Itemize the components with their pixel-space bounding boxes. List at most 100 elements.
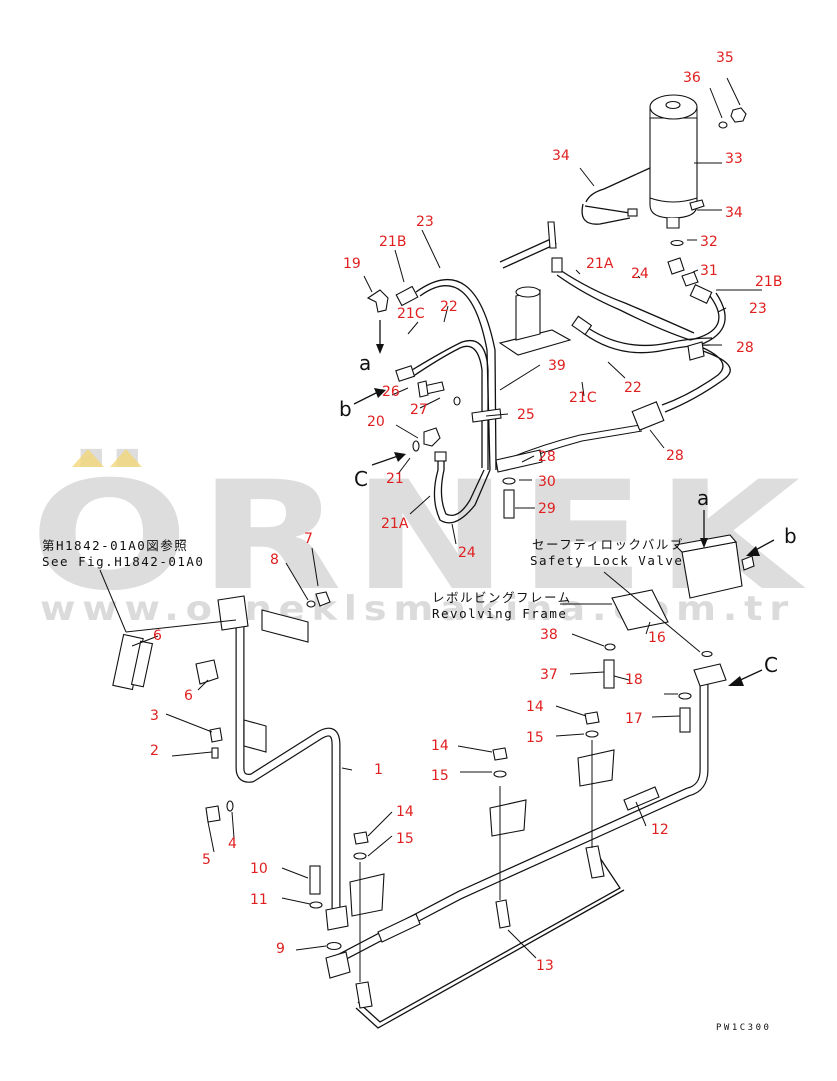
arrow-b-valve-head (746, 546, 760, 556)
callout-27: 27 (410, 402, 428, 418)
callout-19: 19 (343, 256, 361, 272)
view-label-b: b (339, 397, 352, 421)
callout-24-top: 24 (631, 266, 649, 282)
fitting-21A-upper (551, 257, 563, 273)
nut-14-left (353, 831, 369, 845)
tube-12-inner (336, 678, 708, 962)
valve-stem-top (515, 286, 541, 298)
washer-30 (502, 477, 516, 485)
callout-21A-bottom: 21A (381, 516, 409, 532)
hose-23-left (415, 278, 497, 471)
valve-31 (667, 257, 685, 275)
accumulator-assembly (581, 94, 747, 247)
callout-21A-top: 21A (586, 256, 614, 272)
hose-13-right (585, 845, 605, 879)
callout-30: 30 (538, 474, 556, 490)
tube-1-inner (236, 611, 340, 916)
callout-31: 31 (700, 263, 718, 279)
callout-17: 17 (625, 711, 643, 727)
callout-34-top: 34 (552, 148, 570, 164)
fitting-21C-right (571, 315, 593, 336)
callout-23-top: 23 (416, 214, 434, 230)
bolt-17 (679, 707, 691, 733)
washer-15-mid (493, 770, 507, 778)
revolving-frame-plate (611, 589, 669, 631)
watermark: ÖRNEK www.orneklsmakina.com.tr (30, 448, 802, 629)
view-label-b-valve: b (784, 524, 797, 548)
callout-9: 9 (276, 941, 285, 957)
hose-23-right (689, 292, 726, 348)
callout-14-left: 14 (396, 804, 414, 820)
callout-32: 32 (700, 234, 718, 250)
callout-18: 18 (625, 672, 643, 688)
hose-34-upper (581, 167, 651, 225)
lever-knob (547, 221, 557, 249)
watermark-dot-right (110, 449, 142, 467)
tube-1-flange (325, 905, 349, 931)
arrow-c-top (371, 455, 399, 466)
o-ring-9 (326, 941, 342, 951)
bracket-mid (489, 799, 527, 837)
washer-36 (718, 121, 728, 129)
bolt-10 (309, 865, 321, 895)
tube-13 (355, 857, 625, 1029)
arrow-b-top (353, 391, 379, 405)
callout-20: 20 (367, 414, 385, 430)
callout-22-top: 22 (440, 299, 458, 315)
callout-14-right: 14 (526, 699, 544, 715)
bolt-2 (211, 747, 219, 759)
callout-39: 39 (548, 358, 566, 374)
bracket-right (577, 749, 615, 787)
accumulator-port (666, 218, 680, 229)
bolt-18 (603, 659, 615, 689)
callout-15-mid: 15 (431, 768, 449, 784)
nut-35 (730, 107, 747, 123)
frame-note-en: Revolving Frame (432, 606, 567, 621)
tube-1-plate (243, 719, 267, 753)
callout-33: 33 (725, 151, 743, 167)
tube-12-flange-bottom (325, 951, 351, 979)
callout-6-bottom: 6 (184, 688, 193, 704)
o-ring-21 (412, 440, 420, 452)
safety-lock-valve-port (741, 555, 755, 571)
bolt-26-head (417, 380, 429, 398)
watermark-url: www.orneklsmakina.com.tr (40, 589, 795, 629)
callout-4: 4 (228, 836, 237, 852)
safety-valve-note-en: Safety Lock Valve (530, 553, 683, 568)
view-label-a-valve: a (697, 486, 709, 510)
elbow-19 (366, 289, 389, 313)
watermark-dot-left (72, 449, 104, 467)
washer-38 (604, 643, 616, 651)
fitting-21C-left (395, 365, 416, 382)
callout-16: 16 (648, 630, 666, 646)
nut-5 (205, 805, 221, 823)
callout-38: 38 (540, 627, 558, 643)
callout-14-mid: 14 (431, 738, 449, 754)
hose-24-lower (433, 469, 491, 524)
callout-26: 26 (382, 384, 400, 400)
hose-13-mid (495, 899, 511, 929)
callout-3: 3 (150, 708, 159, 724)
frame-note-jp: レボルビングフレーム (432, 590, 572, 605)
hose-22-left (411, 340, 489, 470)
washer-27 (453, 396, 461, 406)
leader-safety-valve (603, 571, 701, 653)
callout-5: 5 (202, 852, 211, 868)
callout-21B-left: 21B (379, 234, 406, 250)
callout-10: 10 (250, 861, 268, 877)
callout-29: 29 (538, 501, 556, 517)
arrow-b-top-head (374, 388, 386, 398)
view-label-a: a (359, 351, 371, 375)
arrow-c-tube-head (728, 676, 744, 686)
fitting-21B-left (395, 285, 419, 307)
callout-15-left: 15 (396, 831, 414, 847)
fitting-21B-right (689, 284, 713, 304)
arrow-a-valve-head (700, 538, 708, 548)
see-fig-note-en: See Fig.H1842-01A0 (42, 554, 204, 569)
leader-lines (131, 77, 762, 959)
arrow-c-top-head (394, 452, 406, 462)
accumulator-band (649, 197, 698, 203)
callout-21C-left: 21C (397, 306, 425, 322)
callout-36: 36 (683, 70, 701, 86)
safety-lock-valve-assembly (560, 534, 755, 733)
